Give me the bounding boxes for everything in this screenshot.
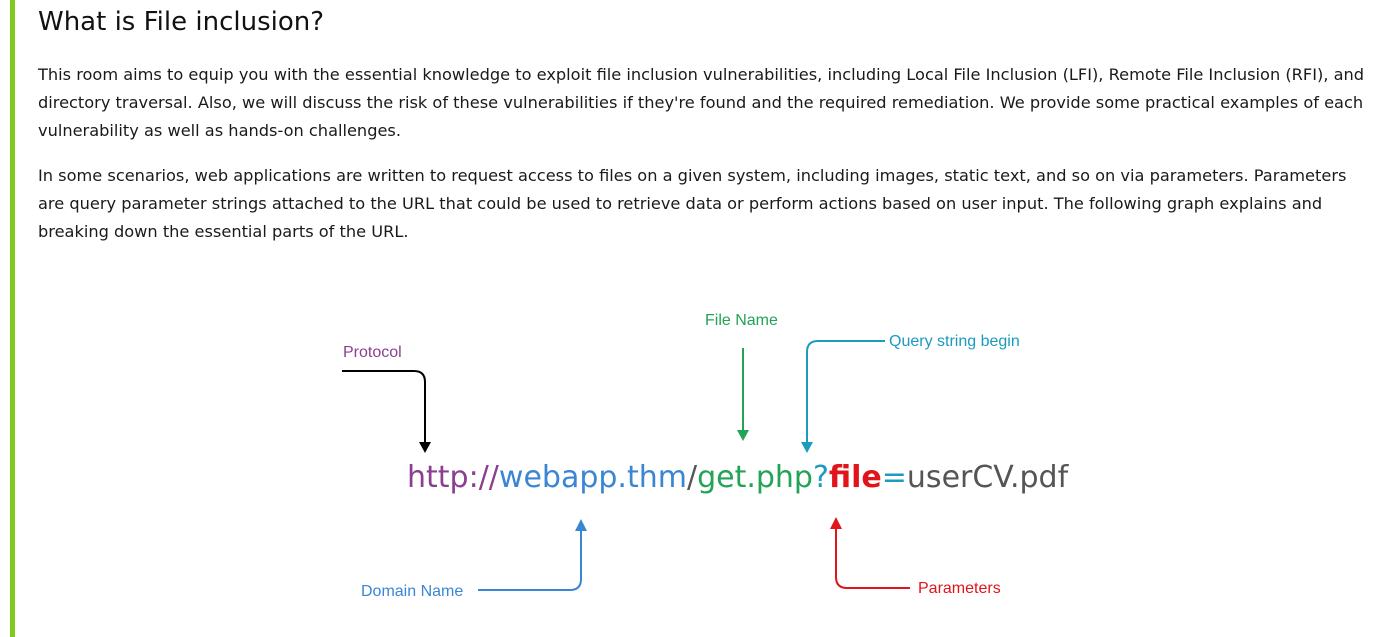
accent-bar xyxy=(10,0,15,637)
domain-name-label: Domain Name xyxy=(361,583,463,600)
article: What is File inclusion? This room aims t… xyxy=(38,0,1368,241)
paragraph-intro: This room aims to equip you with the ess… xyxy=(38,65,1365,140)
url-slash: / xyxy=(687,460,698,495)
paragraph-parameters: In some scenarios, web applications are … xyxy=(38,166,1347,241)
parameters-arrow xyxy=(835,528,910,589)
url-equals: = xyxy=(882,460,907,495)
domain-arrow-head xyxy=(575,519,587,531)
page-title: What is File inclusion? xyxy=(38,7,325,37)
url-file: get.php xyxy=(697,460,813,495)
url-question: ? xyxy=(813,460,829,495)
url-protocol: http:// xyxy=(407,460,500,495)
file-name-label: File Name xyxy=(705,312,778,329)
url-diagram: Protocol File Name Query string begin ht… xyxy=(342,312,1070,600)
protocol-arrow xyxy=(342,370,426,443)
protocol-arrow-head xyxy=(419,442,431,453)
query-string-arrow-head xyxy=(801,442,813,453)
query-string-arrow xyxy=(806,340,885,443)
domain-arrow xyxy=(478,530,582,591)
file-name-arrow-head xyxy=(737,430,749,441)
url-text: http://webapp.thm/get.php?file=userCV.pd… xyxy=(407,460,1070,495)
parameters-label: Parameters xyxy=(918,580,1001,597)
parameters-arrow-head xyxy=(830,517,842,529)
protocol-label: Protocol xyxy=(343,344,402,361)
url-domain: webapp.thm xyxy=(499,460,687,495)
query-string-label: Query string begin xyxy=(889,333,1020,350)
url-param-value: userCV.pdf xyxy=(907,460,1070,495)
url-param-name: file xyxy=(829,460,882,495)
